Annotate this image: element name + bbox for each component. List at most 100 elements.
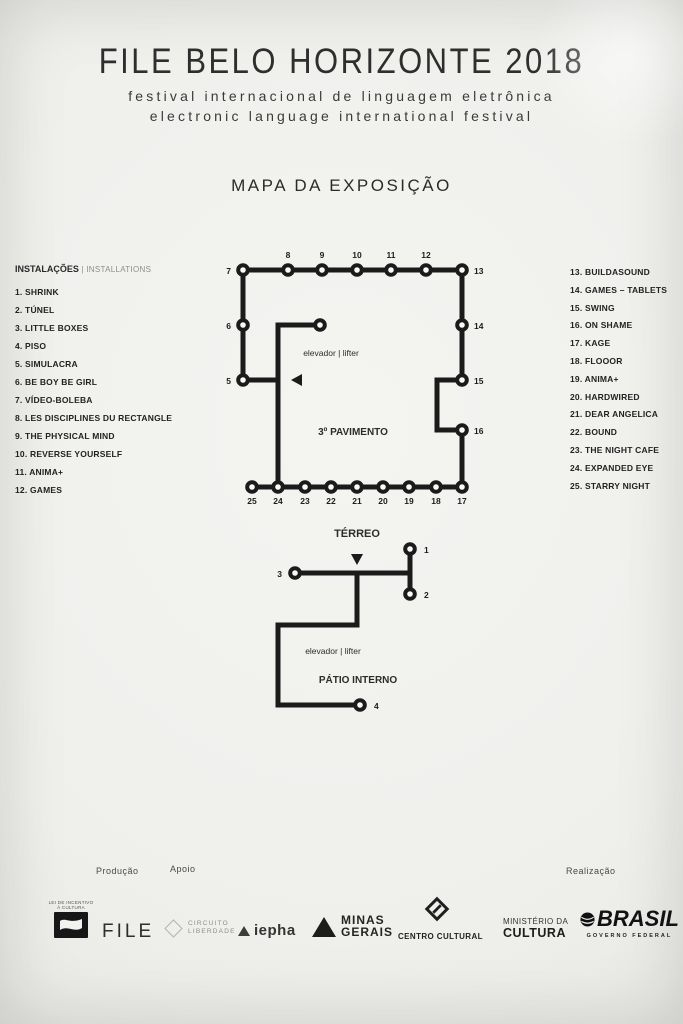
floor3-map-path [243,377,281,487]
centro-cultural-logo: CENTRO CULTURAL [398,896,483,941]
brasil-caption: GOVERNO FEDERAL [586,933,673,939]
minas-triangle-icon [312,916,336,937]
minas-line1: MINAS [341,913,385,927]
installation-item: 13. BUILDASOUND [570,267,650,277]
entrance-marker-icon [291,374,302,386]
realizacao-label: Realização [566,866,616,876]
map-node [455,318,469,332]
map-node-number: 9 [320,250,325,260]
map-node [315,263,329,277]
installation-item: 23. THE NIGHT CAFE [570,444,660,455]
installation-item: 24. EXPANDED EYE [570,462,654,473]
installation-item: 18. FLOOOR [570,355,623,366]
brasil-governo-federal-logo: BRASIL GOVERNO FEDERAL [580,906,679,939]
map-node-number: 19 [404,496,414,506]
minas-gerais-logo: MINAS GERAIS [312,913,394,939]
installation-item: 9. THE PHYSICAL MIND [15,431,115,441]
installation-item: 4. PISO [15,341,47,351]
installation-item: 12. GAMES [15,485,63,495]
map-node-number: 12 [421,250,431,260]
map-node [403,542,417,556]
installation-item: 8. LES DISCIPLINES DU RECTANGLE [15,413,173,423]
map-node-number: 6 [226,321,231,331]
map-text-label: TÉRREO [334,527,380,540]
installation-item: 7. VÍDEO-BOLEBA [15,395,93,405]
circuito-mark-icon [164,918,183,938]
map-node [313,318,327,332]
installation-item: 15. SWING [570,302,615,313]
map-node-number: 23 [300,496,310,506]
map-node [419,263,433,277]
map-node-number: 8 [286,250,291,260]
lei-caption-line1: LEI DE INCENTIVO [48,900,94,905]
entrance-marker-icon [351,554,363,565]
map-node [236,373,250,387]
poster-title: FILE BELO HORIZONTE 2018 [98,41,585,82]
subtitle-english: electronic language international festiv… [149,108,534,124]
installation-item: 3. LITTLE BOXES [15,323,89,333]
map-text-label: PÁTIO INTERNO [319,673,398,686]
map-node [350,480,364,494]
iepha-logo: iepha [238,922,296,939]
map-node-number: 13 [474,266,484,276]
map-node [455,263,469,277]
installations-header-pt: INSTALAÇÕES [15,264,79,274]
installations-header: INSTALAÇÕES | INSTALLATIONS [15,264,151,274]
circuito-line1: CIRCUITO [188,920,229,927]
map-node [236,318,250,332]
map-node [353,698,367,712]
installation-item: 11. ANIMA+ [15,467,64,477]
map-text-label: elevador | lifter [303,348,359,358]
minas-text: MINAS GERAIS [341,913,394,939]
ccbb-mark-icon [424,896,450,922]
installation-item: 21. DEAR ANGELICA [570,409,659,420]
map-node-number: 14 [474,321,484,331]
flag-icon [60,919,82,930]
floor3-map-path [434,377,462,433]
map-node-number: 11 [387,250,396,260]
brasil-row: BRASIL [580,906,679,932]
installation-item: 20. HARDWIRED [570,391,640,402]
ccbb-text: CENTRO CULTURAL [398,932,483,941]
map-node [281,263,295,277]
iepha-triangle-icon [238,925,250,936]
map-node [288,566,302,580]
map-node-number: 2 [424,590,429,600]
map-node [402,480,416,494]
map-node [376,480,390,494]
map-node [245,480,259,494]
map-node-number: 3 [277,569,282,579]
installation-item: 16. ON SHAME [570,320,633,331]
map-node-number: 15 [474,376,484,386]
map-node-number: 18 [431,496,441,506]
map-node-number: 20 [378,496,388,506]
installation-item: 17. KAGE [570,338,611,349]
map-node [403,587,417,601]
map-node [236,263,250,277]
installation-item: 6. BE BOY BE GIRL [15,377,98,387]
installations-header-en: | INSTALLATIONS [81,265,152,274]
map-node [324,480,338,494]
map-node [455,423,469,437]
subtitle-portuguese: festival internacional de linguagem elet… [128,88,555,104]
installation-item: 10. REVERSE YOURSELF [15,449,123,459]
map-text-label: 3º PAVIMENTO [318,427,388,438]
installation-item: 14. GAMES – TABLETS [570,284,668,295]
installation-item: 19. ANIMA+ [570,373,619,384]
lei-incentivo-cultura-logo: LEI DE INCENTIVO À CULTURA [48,900,94,938]
iepha-text: iepha [254,922,296,939]
minc-line2: CULTURA [503,926,566,940]
map-node [455,373,469,387]
file-logo: FILE [102,921,155,942]
circuito-text: CIRCUITO LIBERDADE [188,920,236,936]
circuito-line2: LIBERDADE [188,928,236,935]
brasil-text: BRASIL [597,906,679,931]
map-node-number: 5 [226,376,231,386]
minas-line2: GERAIS [341,924,394,939]
lei-caption: LEI DE INCENTIVO À CULTURA [48,900,94,910]
map-node [271,480,285,494]
map-node-number: 22 [326,496,336,506]
circuito-liberdade-logo: CIRCUITO LIBERDADE [164,918,236,938]
